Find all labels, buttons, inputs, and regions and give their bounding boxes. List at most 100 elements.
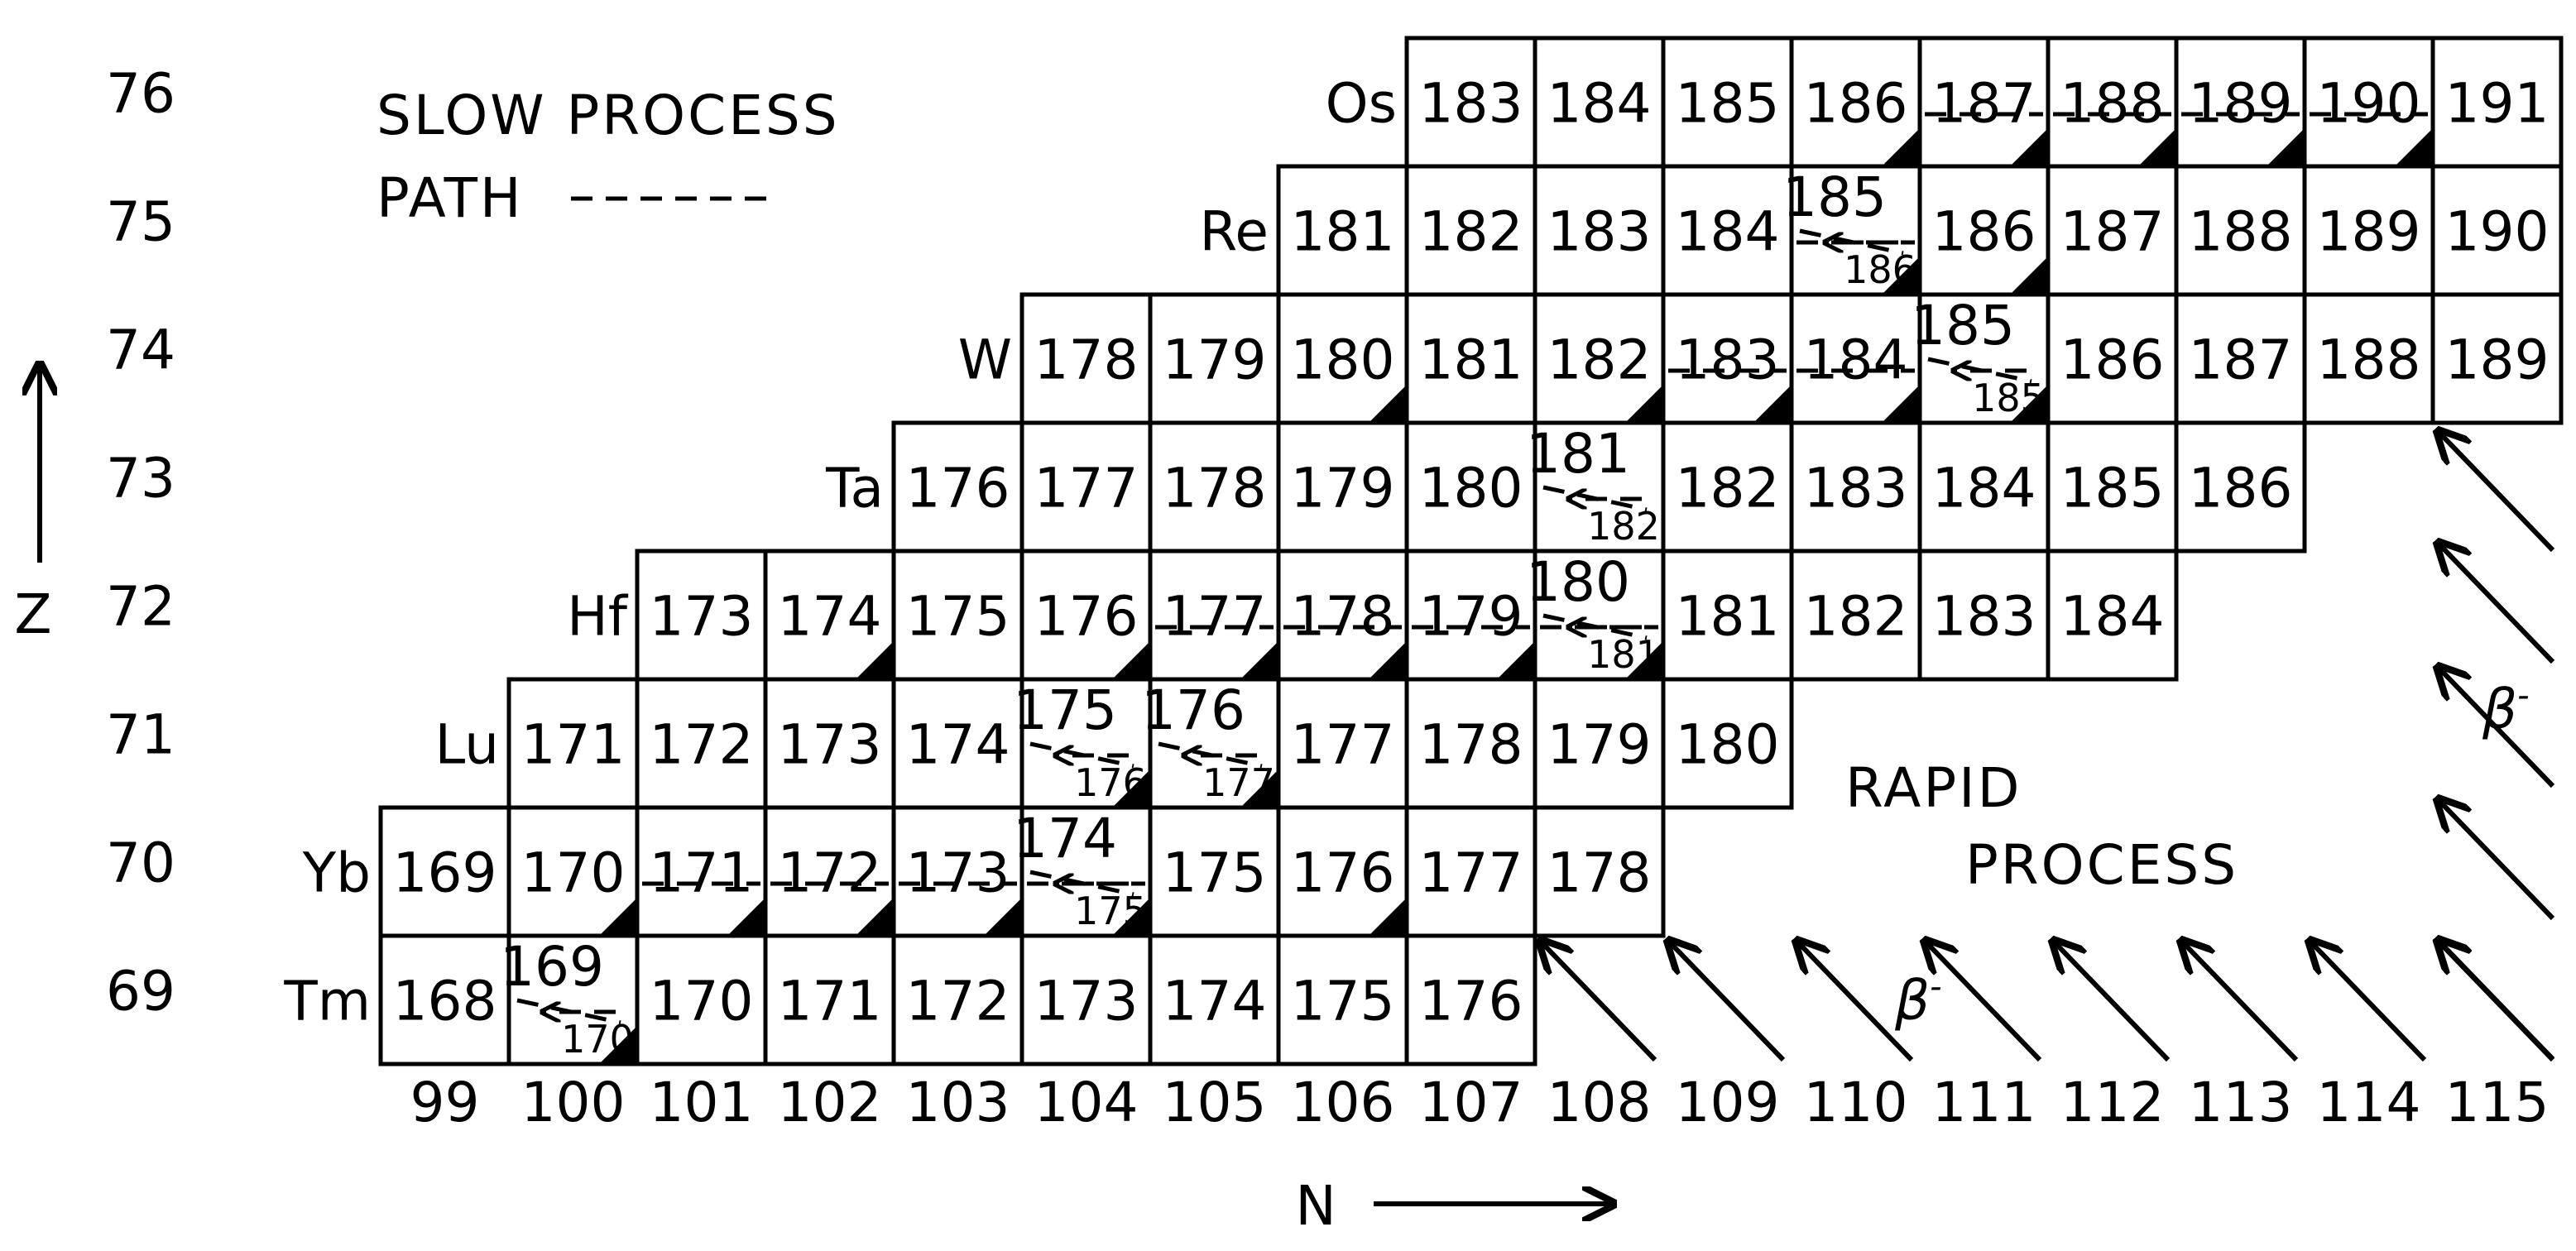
nuclide-mass-label: 186 <box>2060 328 2165 392</box>
nuclide-mass-label: 178 <box>1547 841 1652 905</box>
nuclide-cell-box <box>1533 420 1666 554</box>
nuclide-cell-box <box>506 677 640 810</box>
nuclide-cell-box <box>1661 677 1794 810</box>
n-axis-tick: 113 <box>2189 1071 2293 1134</box>
nuclide-mass-label: 188 <box>2189 200 2293 264</box>
nuclide-mass-label: 172 <box>778 841 882 905</box>
nuclide-cell-box <box>506 805 640 938</box>
nuclide-cell-box <box>1661 549 1794 682</box>
decay-triangle-marker <box>984 898 1022 936</box>
decay-triangle-marker <box>1882 385 1920 423</box>
nuclide-mass-label: 175 <box>906 585 1010 649</box>
nuclide-cell-box <box>1019 933 1153 1066</box>
n-axis-tick: 110 <box>1804 1071 1908 1134</box>
nuclide-mass-label: 179 <box>1163 328 1267 392</box>
decay-triangle-marker <box>2267 128 2305 166</box>
nuclide-mass-label: 185 <box>1911 294 2015 357</box>
decay-triangle-marker <box>727 898 765 936</box>
nuclide-cell-box <box>635 805 768 938</box>
nuclide-mass-label: 179 <box>1547 713 1652 777</box>
rapid-process-arrow <box>1796 941 1914 1062</box>
n-axis-tick: 108 <box>1547 1071 1652 1134</box>
nuclide-mass-label: 181 <box>1526 422 1630 486</box>
nuclide-cell-box <box>1404 420 1537 554</box>
rapid-process-arrow <box>2438 431 2555 553</box>
nuclide-mass-label: 183 <box>1547 200 1652 264</box>
nuclide-mass-label: 177 <box>1034 457 1139 520</box>
nuclide-mass-label: 186 <box>2189 457 2293 520</box>
nuclide-mass-label: 188 <box>2060 72 2165 136</box>
nuclide-cell-box <box>1148 805 1281 938</box>
nuclide-mass-label: 191 <box>2445 72 2550 136</box>
decay-triangle-marker <box>2010 385 2048 423</box>
rapid-process-arrow <box>2438 667 2555 788</box>
n-axis-tick: 103 <box>906 1071 1010 1134</box>
decay-triangle-marker <box>1112 769 1150 808</box>
element-label-ta: Ta <box>825 457 884 520</box>
nuclide-mass-label: 184 <box>1676 200 1780 264</box>
nuclide-mass-label: 184 <box>2060 585 2165 649</box>
nuclide-cell-box <box>2046 549 2179 682</box>
decay-triangle-marker <box>1240 769 1278 808</box>
nuclide-cell-box <box>1148 292 1281 425</box>
n-axis-tick: 99 <box>410 1071 480 1134</box>
rapid-process-arrow <box>2438 543 2555 664</box>
decay-triangle-marker <box>1240 641 1278 679</box>
decay-triangle-marker <box>1369 385 1407 423</box>
element-label-hf: Hf <box>567 585 629 649</box>
nuclide-cell-box <box>1148 677 1281 810</box>
nuclide-mass-label: 177 <box>1419 841 1523 905</box>
nuclide-mass-label: 172 <box>906 970 1010 1033</box>
z-axis-tick: 69 <box>106 960 175 1023</box>
decay-triangle-marker <box>2010 128 2048 166</box>
n-axis-tick: 100 <box>521 1071 626 1134</box>
nuclide-cell-box <box>1404 933 1537 1066</box>
nuclide-mass-label: 180 <box>1676 713 1780 777</box>
z-axis-tick: 71 <box>106 703 175 767</box>
nuclide-cell-box <box>891 549 1024 682</box>
nuclide-mass-label: 181 <box>1291 200 1395 264</box>
nuclide-mass-label: 178 <box>1291 585 1395 649</box>
nuclide-cell-box <box>1276 420 1409 554</box>
nuclide-cell-box <box>378 933 511 1066</box>
element-label-yb: Yb <box>302 841 371 905</box>
n-axis-tick: 114 <box>2317 1071 2421 1134</box>
z-axis-tick: 75 <box>106 190 175 254</box>
rapid-process-arrow <box>2310 941 2427 1062</box>
decay-triangle-marker <box>1112 898 1150 936</box>
nuclide-mass-label: 182 <box>1676 457 1780 520</box>
nuclide-mass-label: 171 <box>521 713 626 777</box>
decay-triangle-marker <box>856 898 894 936</box>
nuclide-cell-box <box>891 805 1024 938</box>
n-axis-tick: 111 <box>1932 1071 2036 1134</box>
rapid-process-arrow <box>1925 941 2042 1062</box>
decay-triangle-marker <box>1497 641 1535 679</box>
nuclide-mass-label: 183 <box>1676 328 1780 392</box>
z-axis-tick: 73 <box>106 447 175 510</box>
nuclide-cell-box <box>2430 292 2564 425</box>
decay-triangle-marker <box>1625 641 1663 679</box>
element-label-os: Os <box>1326 72 1397 136</box>
nuclide-mass-label: 171 <box>778 970 882 1033</box>
rapid-process-arrow <box>2438 940 2555 1062</box>
nuclide-mass-label: 182 <box>1419 200 1523 264</box>
nuclide-cell-box <box>2302 36 2435 169</box>
beta-minus-label: β- <box>1894 968 1942 1033</box>
nuclide-mass-label: 190 <box>2317 72 2421 136</box>
decay-triangle-marker <box>599 1026 637 1064</box>
nuclide-mass-label: 185 <box>2060 457 2165 520</box>
n-axis-label: N <box>1295 1174 1336 1238</box>
z-axis-tick: 70 <box>106 832 175 895</box>
nuclide-mass-label: 177 <box>1163 585 1267 649</box>
nuclide-mass-label: 179 <box>1291 457 1395 520</box>
z-axis-tick: 76 <box>106 62 175 126</box>
z-axis-tick: 74 <box>106 319 175 382</box>
slow-process-label: SLOW PROCESS <box>377 84 840 147</box>
nuclide-mass-label: 176 <box>1291 841 1395 905</box>
nuclide-cell-box <box>2046 420 2179 554</box>
nuclide-mass-label: 177 <box>1291 713 1395 777</box>
nuclide-cell-box <box>635 933 768 1066</box>
